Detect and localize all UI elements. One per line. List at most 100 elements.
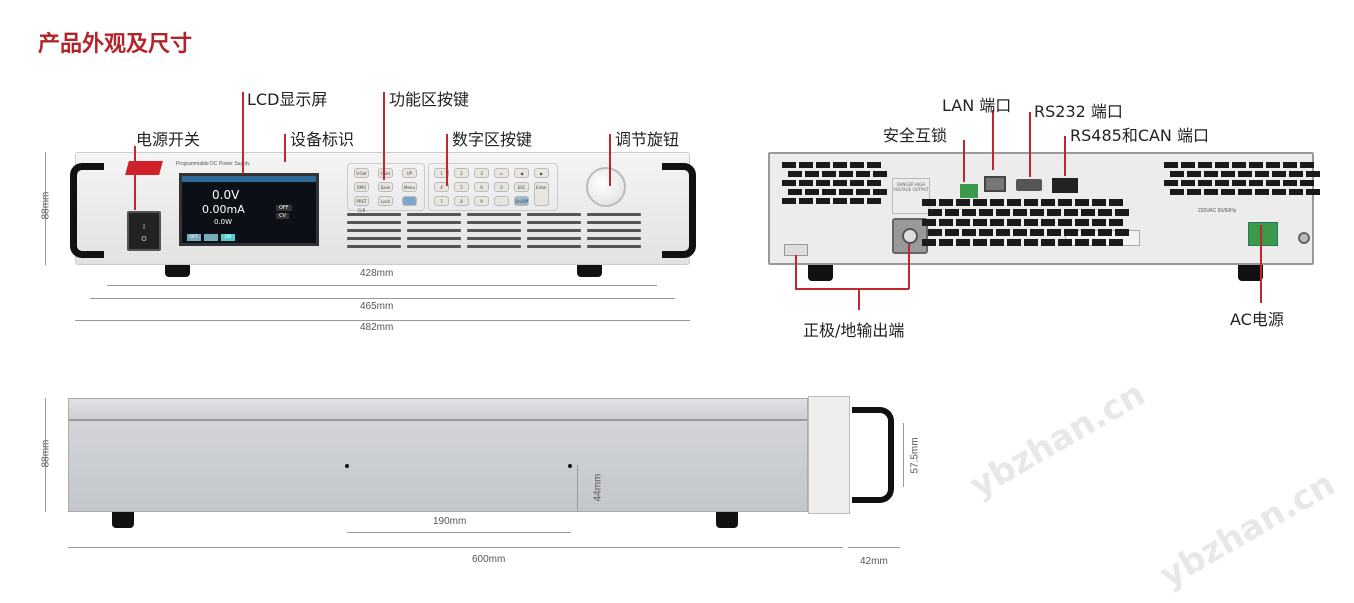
back-view: DANGER HIGH VOLTAGE OUTPUT 220VAC 50/60H… [768,152,1320,265]
vent-grill [956,219,970,226]
vent-grill [1013,209,1027,216]
key[interactable]: ◀ [514,168,529,178]
key[interactable]: . [494,196,509,206]
vent-grill [1283,162,1297,168]
vent-slot [467,245,521,248]
vent-slot [407,221,461,224]
mount-hole [568,464,572,468]
vent-grill [1024,239,1038,246]
label-ac: AC电源 [1230,310,1284,329]
vent-grill [1109,199,1123,206]
dim-side-height: 88mm [40,439,52,468]
key[interactable]: V-Set [354,168,369,178]
vent-grill [839,189,853,195]
key[interactable]: 3 [474,168,489,178]
vent-grill [1007,239,1021,246]
vent-slot [527,221,581,224]
lcd-softkey: OFF [187,234,201,241]
dim-600: 600mm [472,554,506,565]
vent-slot [347,213,401,216]
lcd-voltage: 0.0V [212,188,240,202]
output-terminal [892,218,928,254]
key[interactable] [402,196,417,206]
vent-grill [973,239,987,246]
dim-190: 190mm [433,516,467,527]
key[interactable]: ESC [514,182,529,192]
key[interactable]: Menu [402,182,417,192]
vent-grill [1215,162,1229,168]
vent-grill [1030,209,1044,216]
vent-slot [587,229,641,232]
vent-grill [1058,239,1072,246]
vent-grill [1289,189,1303,195]
vent-grill [1266,162,1280,168]
side-view [68,398,808,512]
vent-grill [782,162,796,168]
vent-grill [945,229,959,236]
vent-grill [1041,219,1055,226]
lcd-screen: 0.0V 0.00mA 0.0W OFF CV OFF ON [179,173,319,246]
dim-44: 44mm [592,473,604,502]
key[interactable]: I-Set [378,168,393,178]
vent-slot [587,221,641,224]
key[interactable]: Lock [378,196,393,206]
vent-slot [527,213,581,216]
key[interactable]: 4 [434,182,449,192]
key[interactable]: 8 [454,196,469,206]
label-output: 正极/地输出端 [803,321,905,340]
label-power-switch: 电源开关 [136,130,201,149]
vent-grill [1092,219,1106,226]
key[interactable]: 1 [434,168,449,178]
vent-grill [1041,199,1055,206]
rs232-port [1016,179,1042,191]
vent-slot [407,245,461,248]
key[interactable]: Enter [534,182,549,206]
vent-grill [1075,219,1089,226]
vent-grill [1030,229,1044,236]
mount-hole [345,464,349,468]
vent-grill [1007,199,1021,206]
vent-grill [939,199,953,206]
key[interactable]: PRST CLR [354,196,369,213]
key[interactable]: I/P [402,168,417,178]
vent-grill [928,229,942,236]
foot [577,265,602,277]
key[interactable]: ⇐ [494,168,509,178]
vent-grill [1300,162,1314,168]
key[interactable]: On/Off [514,196,529,206]
key[interactable]: Save [378,182,393,192]
vent-grill [1181,162,1195,168]
vent-grill [1221,171,1235,177]
vent-grill [867,198,881,204]
vent-grill [1198,162,1212,168]
label-knob: 调节旋钮 [615,130,680,149]
vent-grill [850,162,864,168]
key[interactable]: 9 [474,196,489,206]
vent-grill [1092,239,1106,246]
vent-grill [1238,171,1252,177]
key[interactable]: 2 [454,168,469,178]
panel-text: Programmable DC Power Supply [176,161,250,167]
vent-grill [1272,171,1286,177]
key[interactable]: ▶ [534,168,549,178]
key[interactable]: 6 [474,182,489,192]
adjust-knob[interactable] [586,167,626,207]
vent-grill [805,189,819,195]
ac-input-terminal [1248,222,1278,246]
vent-slot [347,221,401,224]
key[interactable]: 7 [434,196,449,206]
lcd-status: OFF [276,205,292,211]
vent-grill [1238,189,1252,195]
key[interactable]: RMS [354,182,369,192]
vent-grill [1164,180,1178,186]
vent-grill [1098,209,1112,216]
label-rs485-can: RS485和CAN 端口 [1070,126,1209,145]
vent-grill [1306,171,1320,177]
interlock-port [960,184,978,198]
key[interactable]: 0 [494,182,509,192]
vent-grill [1187,189,1201,195]
vent-grill [1232,162,1246,168]
key[interactable]: 5 [454,182,469,192]
vent-grill [788,189,802,195]
